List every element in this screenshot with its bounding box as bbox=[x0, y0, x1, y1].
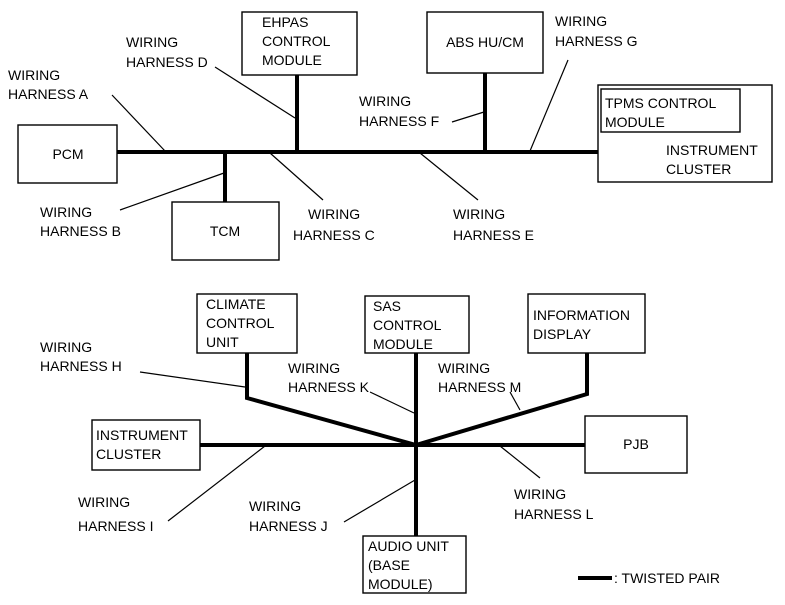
harness-m-label: WIRING HARNESS M bbox=[438, 360, 521, 395]
harness-d-label: WIRING HARNESS D bbox=[126, 34, 208, 70]
ehpas-label-line-1: EHPAS bbox=[262, 14, 308, 30]
svg-text:HARNESS F: HARNESS F bbox=[359, 113, 439, 129]
harness-f-label: WIRING HARNESS F bbox=[359, 93, 439, 129]
audio-label-line-3: MODULE) bbox=[368, 576, 433, 592]
harness-g-leader bbox=[529, 59, 569, 152]
instrument-cluster-lower-line-2: CLUSTER bbox=[96, 446, 161, 462]
sas-control-module: SAS CONTROL MODULE bbox=[364, 295, 470, 354]
harness-k-leader bbox=[369, 391, 415, 414]
legend-twisted-pair-label: : TWISTED PAIR bbox=[614, 570, 720, 586]
upper-network: PCM TCM EHPAS CONTROL MODULE ABS HU/CM T… bbox=[8, 11, 773, 261]
svg-text:HARNESS D: HARNESS D bbox=[126, 54, 208, 70]
instrument-cluster-lower-line-1: INSTRUMENT bbox=[96, 427, 188, 443]
tpms-label-line-2: MODULE bbox=[605, 114, 665, 130]
harness-c-label: WIRING HARNESS C bbox=[293, 206, 375, 243]
abs-label: ABS HU/CM bbox=[446, 34, 524, 50]
svg-text:WIRING: WIRING bbox=[453, 206, 505, 222]
pjb-label: PJB bbox=[623, 436, 649, 452]
svg-text:HARNESS I: HARNESS I bbox=[78, 518, 153, 534]
svg-text:HARNESS J: HARNESS J bbox=[249, 518, 328, 534]
abs-hu-cm-module: ABS HU/CM bbox=[426, 11, 544, 74]
svg-text:HARNESS B: HARNESS B bbox=[40, 223, 121, 239]
lower-network: CLIMATE CONTROL UNIT SAS CONTROL MODULE … bbox=[40, 293, 688, 594]
harness-b-leader bbox=[119, 172, 225, 211]
tpms-label-line-1: TPMS CONTROL bbox=[605, 95, 716, 111]
harness-c-leader bbox=[269, 152, 324, 201]
svg-text:WIRING: WIRING bbox=[40, 204, 92, 220]
harness-a-label: WIRING HARNESS A bbox=[8, 67, 89, 102]
climate-bus-branch bbox=[245, 353, 417, 447]
instrument-cluster-upper-line-1: INSTRUMENT bbox=[666, 142, 758, 158]
svg-text:WIRING: WIRING bbox=[555, 13, 607, 29]
sas-label-line-1: SAS bbox=[373, 298, 401, 314]
ehpas-control-module: EHPAS CONTROL MODULE bbox=[241, 11, 358, 76]
pcm-label: PCM bbox=[52, 146, 83, 162]
tcm-module: TCM bbox=[171, 201, 280, 261]
sas-label-line-2: CONTROL bbox=[373, 317, 442, 333]
harness-l-leader bbox=[499, 445, 541, 479]
harness-b-label: WIRING HARNESS B bbox=[40, 204, 121, 239]
harness-e-label: WIRING HARNESS E bbox=[453, 206, 534, 243]
audio-unit-base-module: AUDIO UNIT (BASE MODULE) bbox=[362, 535, 467, 594]
information-display-module: INFORMATION DISPLAY bbox=[527, 293, 646, 354]
svg-text:WIRING: WIRING bbox=[359, 93, 411, 109]
svg-text:WIRING: WIRING bbox=[288, 360, 340, 376]
climate-label-line-3: UNIT bbox=[206, 334, 239, 350]
svg-text:WIRING: WIRING bbox=[40, 339, 92, 355]
harness-h-leader bbox=[139, 371, 246, 388]
harness-l-label: WIRING HARNESS L bbox=[514, 486, 594, 522]
harness-f-leader bbox=[451, 111, 485, 123]
svg-text:HARNESS L: HARNESS L bbox=[514, 506, 594, 522]
svg-text:WIRING: WIRING bbox=[249, 498, 301, 514]
harness-d-leader bbox=[214, 66, 296, 119]
svg-text:HARNESS M: HARNESS M bbox=[438, 379, 521, 395]
harness-j-label: WIRING HARNESS J bbox=[249, 498, 328, 534]
harness-g-label: WIRING HARNESS G bbox=[555, 13, 637, 49]
harness-a-leader bbox=[111, 94, 166, 152]
harness-j-leader bbox=[343, 479, 416, 523]
svg-text:HARNESS K: HARNESS K bbox=[288, 379, 370, 395]
instrument-cluster-with-tpms: TPMS CONTROL MODULE INSTRUMENT CLUSTER bbox=[597, 84, 773, 183]
info-display-bus-branch bbox=[415, 353, 589, 447]
audio-label-line-2: (BASE bbox=[368, 557, 410, 573]
harness-k-label: WIRING HARNESS K bbox=[288, 360, 370, 395]
svg-text:HARNESS C: HARNESS C bbox=[293, 227, 375, 243]
pjb-module: PJB bbox=[584, 415, 688, 474]
harness-i-label: WIRING HARNESS I bbox=[78, 494, 153, 534]
ehpas-label-line-3: MODULE bbox=[262, 52, 322, 68]
audio-label-line-1: AUDIO UNIT bbox=[368, 538, 449, 554]
svg-text:WIRING: WIRING bbox=[78, 494, 130, 510]
instrument-cluster-lower: INSTRUMENT CLUSTER bbox=[91, 419, 201, 471]
svg-text:HARNESS H: HARNESS H bbox=[40, 358, 122, 374]
info-display-label-line-2: DISPLAY bbox=[533, 326, 592, 342]
climate-control-unit: CLIMATE CONTROL UNIT bbox=[196, 293, 298, 354]
svg-text:WIRING: WIRING bbox=[8, 67, 60, 83]
harness-i-leader bbox=[167, 445, 266, 522]
pcm-module: PCM bbox=[17, 124, 118, 184]
svg-text:WIRING: WIRING bbox=[438, 360, 490, 376]
harness-h-label: WIRING HARNESS H bbox=[40, 339, 122, 374]
ehpas-label-line-2: CONTROL bbox=[262, 33, 331, 49]
svg-text:HARNESS G: HARNESS G bbox=[555, 33, 637, 49]
svg-text:WIRING: WIRING bbox=[126, 34, 178, 50]
tcm-label: TCM bbox=[210, 223, 240, 239]
info-display-label-line-1: INFORMATION bbox=[533, 307, 630, 323]
svg-text:HARNESS A: HARNESS A bbox=[8, 86, 89, 102]
svg-text:WIRING: WIRING bbox=[308, 206, 360, 222]
climate-label-line-2: CONTROL bbox=[206, 315, 275, 331]
legend: : TWISTED PAIR bbox=[578, 570, 720, 586]
harness-m-leader bbox=[509, 391, 521, 411]
harness-e-leader bbox=[419, 152, 479, 201]
svg-text:HARNESS E: HARNESS E bbox=[453, 227, 534, 243]
climate-label-line-1: CLIMATE bbox=[206, 296, 266, 312]
svg-text:WIRING: WIRING bbox=[514, 486, 566, 502]
sas-label-line-3: MODULE bbox=[373, 336, 433, 352]
instrument-cluster-upper-line-2: CLUSTER bbox=[666, 161, 731, 177]
